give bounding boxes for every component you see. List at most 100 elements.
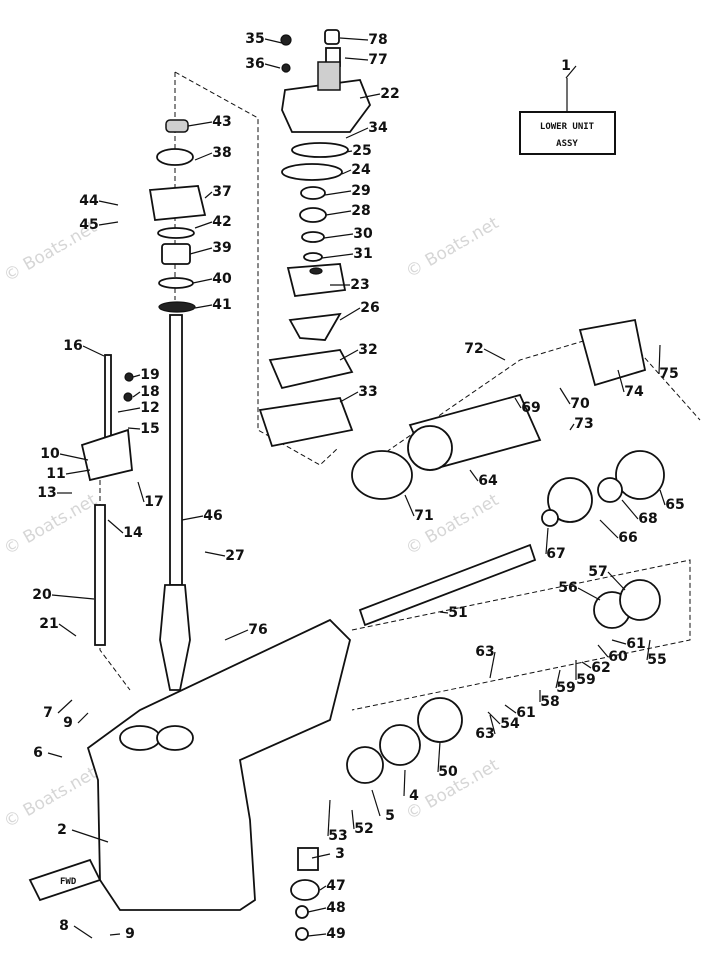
- callout-leader: [204, 551, 226, 557]
- part-number-label: 11: [46, 466, 65, 482]
- callout-leader: [351, 809, 355, 830]
- part-number-label: 10: [40, 446, 60, 462]
- part-number-label: 55: [647, 652, 666, 668]
- part-number-label: 16: [63, 338, 82, 354]
- callout-leader: [57, 699, 73, 714]
- callout-leader: [339, 349, 359, 361]
- part-number-label: 61: [516, 705, 535, 721]
- part-number-label: 23: [350, 277, 369, 293]
- part-number-label: 61: [626, 636, 645, 652]
- callout-leader: [581, 661, 592, 669]
- part-number-label: 13: [37, 485, 56, 501]
- part-number-label: 18: [140, 384, 159, 400]
- part-number-label: 8: [59, 918, 69, 934]
- callout-leader: [489, 714, 496, 735]
- callout-leader: [514, 397, 522, 409]
- part-number-label: 26: [360, 300, 379, 316]
- part-number-label: 29: [351, 183, 370, 199]
- callout-leader: [345, 127, 369, 139]
- part-number-label: 31: [353, 246, 372, 262]
- callout-leader: [341, 169, 352, 175]
- callout-leader: [659, 489, 666, 506]
- part-number-label: 51: [448, 605, 467, 621]
- part-number-label: 49: [326, 926, 345, 942]
- part-number-label: 7: [43, 705, 53, 721]
- assembly-box-line2: ASSY: [556, 139, 578, 149]
- part-number-label: 1: [561, 58, 571, 74]
- callout-leader: [319, 885, 327, 891]
- watermark-text: © Boats.net: [1, 763, 101, 832]
- callout-leader: [617, 369, 625, 393]
- callout-leader: [359, 93, 381, 99]
- callout-leader: [607, 571, 626, 591]
- callout-leader: [47, 752, 63, 758]
- callout-leader: [371, 789, 381, 817]
- part-number-label: 46: [203, 508, 222, 524]
- callout-leader: [77, 712, 89, 724]
- callout-leader: [658, 344, 661, 375]
- part-number-label: 41: [212, 297, 231, 313]
- part-number-label: 66: [618, 530, 637, 546]
- water-pump-group: [258, 29, 372, 448]
- callout-leader: [559, 387, 571, 405]
- part-number-label: 56: [558, 580, 577, 596]
- part-number-label: 77: [368, 52, 387, 68]
- callout-leader: [137, 481, 145, 503]
- part-number-label: 78: [368, 32, 387, 48]
- part-number-label: 59: [576, 672, 595, 688]
- part-number-label: 43: [212, 114, 231, 130]
- callout-leader: [58, 623, 77, 637]
- callout-leader: [483, 348, 506, 361]
- callout-leader: [194, 221, 213, 229]
- part-number-label: 14: [123, 525, 143, 541]
- callout-leader: [59, 453, 89, 461]
- part-number-label: 57: [588, 564, 607, 580]
- callout-leader: [82, 345, 105, 357]
- part-number-label: 20: [32, 587, 52, 603]
- callout-leader: [117, 407, 141, 413]
- callout-leader: [325, 210, 352, 216]
- callout-leader: [345, 150, 353, 153]
- callout-leader: [339, 37, 369, 41]
- callout-leader: [545, 527, 549, 555]
- callout-leader: [187, 121, 213, 127]
- callout-leader: [569, 423, 575, 431]
- part-number-label: 30: [353, 226, 373, 242]
- callout-leader: [194, 304, 213, 309]
- part-number-label: 2: [57, 822, 67, 838]
- part-number-label: 47: [326, 878, 345, 894]
- part-number-label: 24: [351, 162, 371, 178]
- part-number-label: 42: [212, 214, 231, 230]
- callout-leader: [404, 494, 415, 517]
- callout-leader: [437, 741, 441, 773]
- callout-leader: [403, 769, 406, 797]
- callout-leader: [577, 587, 601, 601]
- callout-leader: [194, 152, 213, 161]
- part-number-label: 65: [665, 497, 684, 513]
- callout-leader: [311, 853, 331, 859]
- callout-leader: [504, 704, 517, 714]
- part-number-label: 64: [478, 473, 498, 489]
- callout-leader: [192, 278, 213, 284]
- lower-case: FWD: [28, 618, 351, 911]
- part-number-label: 35: [245, 31, 264, 47]
- part-number-label: 39: [212, 240, 231, 256]
- callout-leader: [439, 611, 449, 614]
- part-number-label: 59: [556, 680, 575, 696]
- part-number-label: 63: [475, 644, 494, 660]
- part-number-label: 22: [380, 86, 399, 102]
- part-number-label: 74: [624, 384, 644, 400]
- callout-leader: [204, 191, 213, 199]
- callout-leader: [109, 933, 121, 936]
- part-number-label: 40: [212, 271, 232, 287]
- part-number-label: 15: [140, 421, 159, 437]
- callout-leader: [339, 307, 361, 321]
- callout-leader: [73, 925, 93, 939]
- shift-rod-group: [80, 354, 134, 646]
- part-number-label: 38: [212, 145, 231, 161]
- part-number-label: 48: [326, 900, 345, 916]
- callout-leader: [324, 190, 352, 196]
- callout-leader: [127, 427, 141, 430]
- callout-leader: [264, 63, 281, 69]
